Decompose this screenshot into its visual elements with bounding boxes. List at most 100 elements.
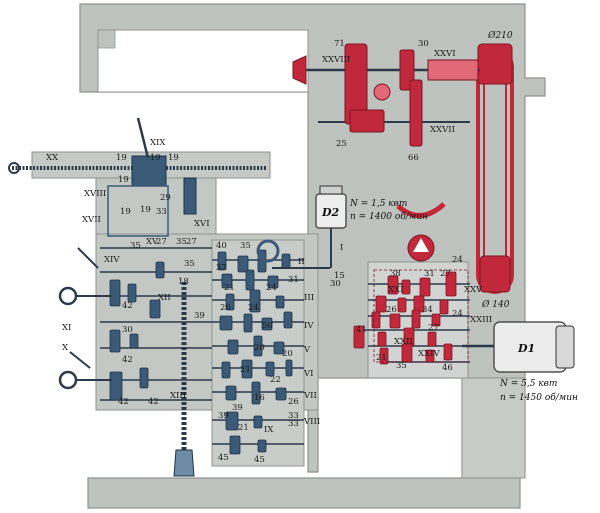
tooth-count-feed-box-right: 21 <box>224 283 235 293</box>
speed-gear <box>439 299 449 315</box>
spindle-head: 71 30 25 66 <box>292 39 480 163</box>
speed-gear <box>419 277 431 297</box>
shaft-label-ii: II <box>298 257 305 267</box>
motor-d2-label: D2 <box>321 206 340 219</box>
feed-gear <box>225 411 239 431</box>
tooth-count-feed-box-right: 26 <box>220 303 231 313</box>
head-gear-30: 30 <box>418 39 429 49</box>
shaft-label-xix: XIX <box>150 138 166 148</box>
tooth-count-table: 19 <box>168 153 179 163</box>
shaft-label-xxvi: XXVI <box>434 49 456 59</box>
tooth-count-feed-box-right: 45 <box>218 453 229 463</box>
shaft-label-vi: VI <box>303 369 314 379</box>
tooth-count-feed-box-right: 21 <box>240 365 251 375</box>
shaft-label-vii: VII <box>303 391 317 401</box>
tooth-count-table: 33 <box>156 207 167 217</box>
tooth-count-feed-box-left: 42 <box>122 355 133 365</box>
speed-gear <box>431 313 441 327</box>
tooth-count-feed-box-right: 20 <box>282 349 293 359</box>
spindle-nose <box>292 55 307 85</box>
shaft-label-xxi: XXI <box>388 285 403 295</box>
tooth-count-table: 19 <box>116 153 127 163</box>
tooth-count-feed-box-right: 37 <box>216 263 227 273</box>
feed-gear <box>241 359 253 379</box>
feed-gear <box>237 255 249 273</box>
feed-gear <box>261 317 273 331</box>
feed-gear <box>225 293 235 311</box>
feed-gear <box>257 439 267 453</box>
tooth-count-main-drive: 35 <box>396 361 407 371</box>
shaft-label-xiv: XIV <box>104 255 120 265</box>
pulley-top-label: Ø210 <box>487 30 513 41</box>
head-gear-25: 25 <box>336 139 347 149</box>
feed-gear <box>227 339 239 355</box>
speed-gear <box>427 331 437 347</box>
tooth-count-feed-box-right: 20 <box>254 343 265 353</box>
feed-gear <box>281 253 291 269</box>
shaft-label-xviii: XVIII <box>84 189 106 199</box>
tooth-count-table: 19 <box>140 205 151 215</box>
motor-d1: D1 N = 5,5 квт n = 1450 об/мин <box>462 321 578 403</box>
table-feed <box>8 117 266 237</box>
feed-gear <box>285 359 293 377</box>
lever-xiv <box>77 247 99 269</box>
head-gear-66: 66 <box>408 153 419 163</box>
tooth-count-feed-box-right: 39 <box>218 411 229 421</box>
tooth-count-feed-box-left: 39 <box>194 311 205 321</box>
speed-gear <box>445 271 457 297</box>
tooth-count-table: 19 <box>118 175 129 185</box>
column-foot <box>461 377 526 479</box>
handwheel-table <box>8 162 20 174</box>
feed-gear <box>109 279 121 307</box>
feed-gear <box>275 295 285 309</box>
table-gearbox <box>131 155 167 187</box>
shaft-label-xvi: XVI <box>194 219 210 229</box>
feed-gear <box>221 361 231 379</box>
tooth-count-main-drive: 46 <box>442 363 453 373</box>
feed-box-gears <box>100 239 330 455</box>
tooth-count-main-drive: 38 <box>390 269 401 279</box>
feed-gear <box>283 311 293 329</box>
tooth-count-feed-box-right: 15 <box>334 271 345 281</box>
tooth-count-table: 27 <box>186 237 197 247</box>
tooth-count-feed-box-left: 35 <box>184 259 195 269</box>
tooth-count-main-drive: 27 <box>428 323 439 333</box>
tooth-count-feed-box-right: 24 <box>248 303 259 313</box>
tooth-count-main-drive: 34 <box>422 305 433 315</box>
tooth-count-main-drive: 41 <box>356 325 367 335</box>
shaft-label-xxviii: XXVIII <box>322 55 350 65</box>
speed-gear <box>411 309 421 329</box>
speed-gear <box>397 297 407 313</box>
speed-gear <box>353 325 365 349</box>
lever-xix <box>136 117 150 159</box>
tooth-count-feed-box-left: 42 <box>122 301 133 311</box>
tooth-count-feed-box-right: 40 <box>216 241 227 251</box>
overarm-cutout <box>97 29 309 93</box>
vertical-feed-screw <box>173 282 195 477</box>
motor-d1-label: D1 <box>517 342 535 355</box>
tooth-count-feed-box-left: 27 <box>156 237 167 247</box>
shaft-label-iii: III <box>304 293 314 303</box>
motor-d1-speed: n = 1450 об/мин <box>500 392 578 403</box>
handwheel-xi <box>58 286 78 306</box>
head-gear-71: 71 <box>334 39 345 49</box>
feed-gear <box>251 381 261 405</box>
table-gear-block <box>107 185 169 237</box>
gear-25 <box>349 109 385 133</box>
spindle-sleeve <box>427 59 479 81</box>
tooth-count-feed-box-right: 33 <box>288 411 299 421</box>
shaft-label-v: V <box>303 345 311 355</box>
feed-gear <box>243 313 253 333</box>
motor-d2-speed: n = 1400 об/мин <box>350 211 428 222</box>
tooth-count-feed-box-left: 30 <box>122 325 133 335</box>
speed-gear <box>401 279 411 295</box>
shaft-label-xxii: XXII <box>394 337 413 347</box>
feed-gear <box>225 385 237 401</box>
feed-gear <box>275 387 287 401</box>
tooth-count-feed-box-right: 31 <box>288 275 299 285</box>
tooth-count-feed-box-right: 30 <box>330 279 341 289</box>
speed-gear <box>379 347 389 365</box>
shaft-label-xiii: XIII <box>170 391 186 401</box>
feed-gear <box>221 273 233 289</box>
tooth-count-main-drive: 21 <box>376 353 387 363</box>
